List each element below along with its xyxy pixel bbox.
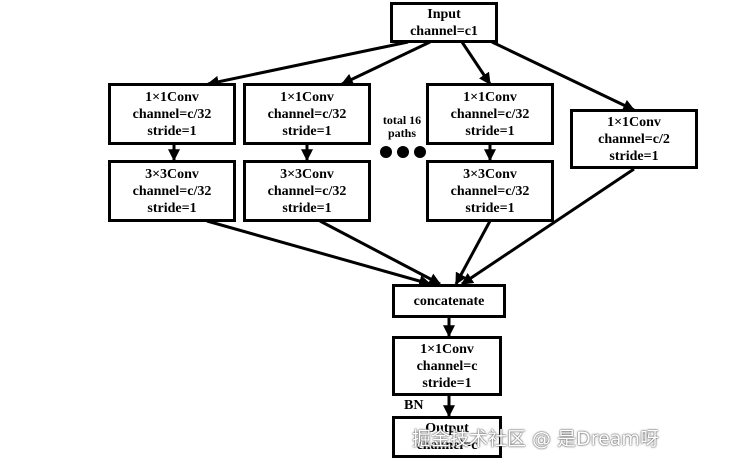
path2-conv3x3-title: 3×3Conv (280, 166, 334, 182)
path1-conv1x1-stride: stride=1 (147, 123, 197, 139)
path3-conv3x3-stride: stride=1 (465, 200, 515, 216)
path2-conv3x3-node: 3×3Conv channel=c/32 stride=1 (243, 160, 371, 222)
input-node: Input channel=c1 (390, 2, 498, 43)
paths-annotation: total 16 paths (374, 114, 430, 140)
arrow-p2-to-concat (319, 219, 442, 286)
input-title: Input (427, 6, 461, 22)
path2-conv1x1-channel: channel=c/32 (267, 106, 347, 122)
concatenate-node: concatenate (392, 284, 506, 318)
path3-conv3x3-node: 3×3Conv channel=c/32 stride=1 (426, 160, 554, 222)
concatenate-title: concatenate (413, 293, 485, 309)
path1-conv3x3-stride: stride=1 (147, 200, 197, 216)
path4-conv1x1-stride: stride=1 (609, 148, 659, 164)
final-conv1x1-title: 1×1Conv (420, 341, 474, 357)
arrow-input-to-p1 (206, 40, 409, 88)
path2-conv1x1-stride: stride=1 (282, 123, 332, 139)
bn-label: BN (404, 398, 424, 413)
paths-annotation-line2: paths (387, 126, 416, 140)
path2-conv1x1-node: 1×1Conv channel=c/32 stride=1 (243, 83, 371, 145)
path3-conv1x1-node: 1×1Conv channel=c/32 stride=1 (426, 83, 554, 145)
output-channel: channel=c (416, 438, 478, 453)
path2-conv1x1-title: 1×1Conv (280, 89, 334, 105)
arrow-p3-to-concat (454, 220, 492, 286)
ellipsis-dot-2 (397, 146, 409, 158)
path1-conv1x1-node: 1×1Conv channel=c/32 stride=1 (108, 83, 236, 145)
path4-conv1x1-node: 1×1Conv channel=c/2 stride=1 (570, 109, 698, 169)
paths-annotation-line1: total 16 (382, 113, 422, 127)
output-title: Output (425, 421, 469, 436)
watermark: 掘金技术社区 @ 是Dream呀 (412, 428, 659, 450)
final-conv1x1-channel: channel=c (416, 358, 478, 374)
final-conv1x1-stride: stride=1 (422, 375, 472, 391)
path1-conv1x1-title: 1×1Conv (145, 89, 199, 105)
path3-conv3x3-channel: channel=c/32 (450, 183, 530, 199)
path1-conv3x3-channel: channel=c/32 (132, 183, 212, 199)
path4-conv1x1-title: 1×1Conv (607, 114, 661, 130)
input-channel: channel=c1 (410, 23, 478, 39)
path3-conv1x1-channel: channel=c/32 (450, 106, 530, 122)
path3-conv1x1-stride: stride=1 (465, 123, 515, 139)
path4-conv1x1-channel: channel=c/2 (598, 131, 670, 147)
arrow-input-to-p2 (340, 40, 431, 86)
path2-conv3x3-channel: channel=c/32 (267, 183, 347, 199)
path3-conv1x1-title: 1×1Conv (463, 89, 517, 105)
ellipsis-dot-1 (380, 146, 392, 158)
arrow-input-to-p3 (460, 41, 492, 85)
final-conv1x1-node: 1×1Conv channel=c stride=1 (392, 336, 502, 396)
output-node: Output channel=c (392, 416, 502, 458)
path1-conv3x3-node: 3×3Conv channel=c/32 stride=1 (108, 160, 236, 222)
ellipsis-dot-3 (414, 146, 426, 158)
arrow-p4-to-concat (461, 167, 635, 286)
path2-conv3x3-stride: stride=1 (282, 200, 332, 216)
arrow-input-to-p4 (491, 40, 636, 112)
path3-conv3x3-title: 3×3Conv (463, 166, 517, 182)
path1-conv3x3-title: 3×3Conv (145, 166, 199, 182)
arrow-p1-to-concat (206, 219, 432, 287)
path1-conv1x1-channel: channel=c/32 (132, 106, 212, 122)
